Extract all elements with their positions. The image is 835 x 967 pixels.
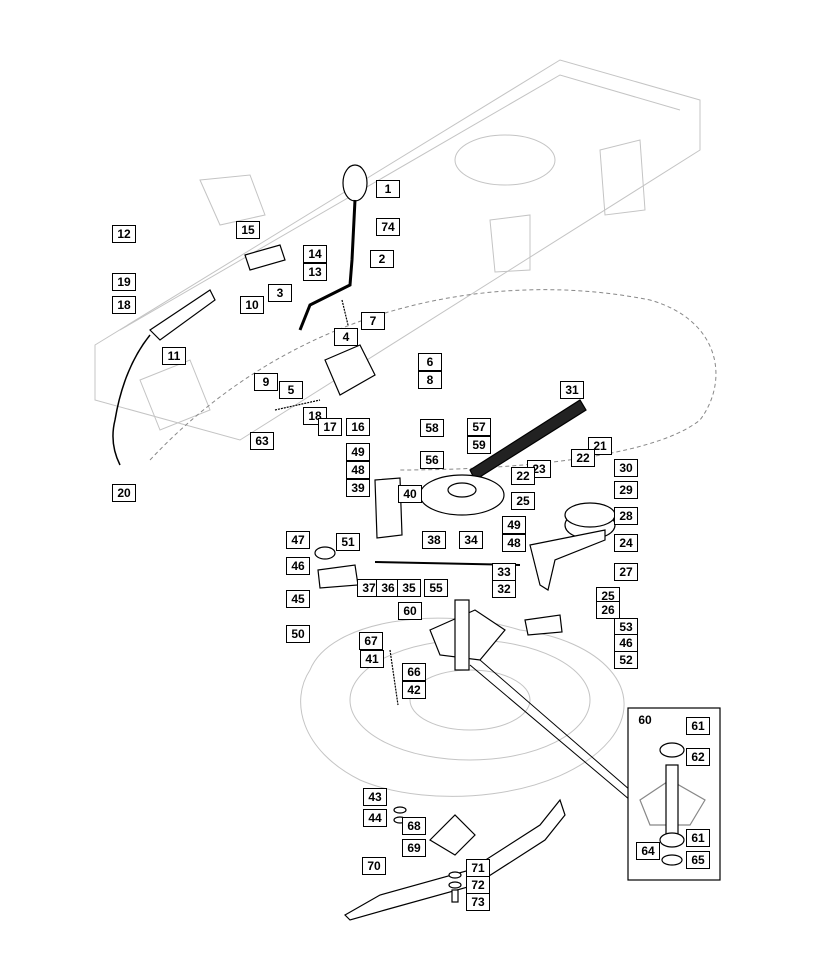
callout-label: 25: [511, 492, 535, 510]
callout-label: 11: [162, 347, 186, 365]
callout-label: 62: [686, 748, 710, 766]
callout-label: 1: [376, 180, 400, 198]
callout-label: 61: [686, 829, 710, 847]
link-arm: [149, 289, 216, 341]
spring-41: [389, 649, 399, 706]
callout-label: 9: [254, 373, 278, 391]
callout-label: 52: [614, 651, 638, 669]
callout-label: 39: [346, 479, 370, 497]
plate-46a: [317, 564, 359, 589]
callout-label: 48: [502, 534, 526, 552]
callout-label: 34: [459, 531, 483, 549]
callout-label: 73: [466, 893, 490, 911]
callout-label: 42: [402, 681, 426, 699]
callout-label: 26: [596, 601, 620, 619]
callout-label: 49: [502, 516, 526, 534]
callout-label: 60: [398, 602, 422, 620]
chassis-frame: [94, 59, 701, 441]
callout-label: 35: [397, 579, 421, 597]
callout-label: 4: [334, 328, 358, 346]
callout-label: 17: [318, 418, 342, 436]
callout-label: 64: [636, 842, 660, 860]
spring-63: [274, 399, 321, 411]
callout-label: 22: [511, 467, 535, 485]
spring-7: [341, 299, 349, 326]
callout-label: 68: [402, 817, 426, 835]
idler-arm-39: [374, 477, 403, 539]
callout-label: 19: [112, 273, 136, 291]
callout-label: 56: [420, 451, 444, 469]
blade-70: [344, 798, 566, 921]
callout-label: 14: [303, 245, 327, 263]
callout-label: 49: [346, 443, 370, 461]
pulley-assembly: [314, 399, 616, 706]
callout-label: 2: [370, 250, 394, 268]
callout-label: 72: [466, 876, 490, 894]
bracket: [244, 244, 286, 271]
callout-label: 57: [467, 418, 491, 436]
callout-label: 33: [492, 563, 516, 581]
callout-label: 43: [363, 788, 387, 806]
callout-label: 61: [686, 717, 710, 735]
cable-20: [112, 334, 151, 466]
callout-label: 22: [571, 449, 595, 467]
lever-plate: [324, 344, 376, 396]
callout-label: 41: [360, 650, 384, 668]
callout-label: 51: [336, 533, 360, 551]
callout-label: 69: [402, 839, 426, 857]
callout-label: 18: [112, 296, 136, 314]
inset-spindle-parts: [639, 742, 706, 866]
callout-label: 45: [286, 590, 310, 608]
callout-label: 29: [614, 481, 638, 499]
callout-label: 70: [362, 857, 386, 875]
callout-label: 59: [467, 436, 491, 454]
lever-knob: [342, 164, 368, 202]
callout-label: 3: [268, 284, 292, 302]
inset-leader-2: [469, 664, 631, 801]
inset-leader-1: [479, 659, 631, 791]
callout-label: 13: [303, 263, 327, 281]
callout-label: 10: [240, 296, 264, 314]
callout-label: 71: [466, 859, 490, 877]
blade-hub-69: [429, 814, 476, 856]
callout-label: 28: [614, 507, 638, 525]
plate-46b: [524, 614, 563, 636]
callout-label: 63: [250, 432, 274, 450]
callout-label: 12: [112, 225, 136, 243]
callout-label: 53: [614, 618, 638, 636]
callout-label: 20: [112, 484, 136, 502]
callout-label: 44: [363, 809, 387, 827]
callout-label: 55: [424, 579, 448, 597]
callout-label: 58: [420, 419, 444, 437]
callout-label: 5: [279, 381, 303, 399]
callout-label: 15: [236, 221, 260, 239]
callout-label: 31: [560, 381, 584, 399]
callout-label: 6: [418, 353, 442, 371]
inset-title: 60: [638, 713, 652, 727]
callout-label: 74: [376, 218, 400, 236]
callout-label: 47: [286, 531, 310, 549]
callout-label: 30: [614, 459, 638, 477]
callout-label: 27: [614, 563, 638, 581]
callout-label: 40: [398, 485, 422, 503]
callout-label: 66: [402, 663, 426, 681]
callout-label: 38: [422, 531, 446, 549]
callout-label: 48: [346, 461, 370, 479]
callout-label: 25: [596, 587, 620, 605]
callout-label: 16: [346, 418, 370, 436]
callout-label: 46: [614, 634, 638, 652]
callout-label: 36: [376, 579, 400, 597]
callout-label: 24: [614, 534, 638, 552]
callout-label: 50: [286, 625, 310, 643]
callout-label: 7: [361, 312, 385, 330]
callout-label: 65: [686, 851, 710, 869]
idler-arm-24: [529, 529, 606, 591]
callout-label: 67: [359, 632, 383, 650]
callout-label: 8: [418, 371, 442, 389]
lift-lever-assembly: [112, 164, 376, 466]
callout-label: 32: [492, 580, 516, 598]
callout-label: 46: [286, 557, 310, 575]
